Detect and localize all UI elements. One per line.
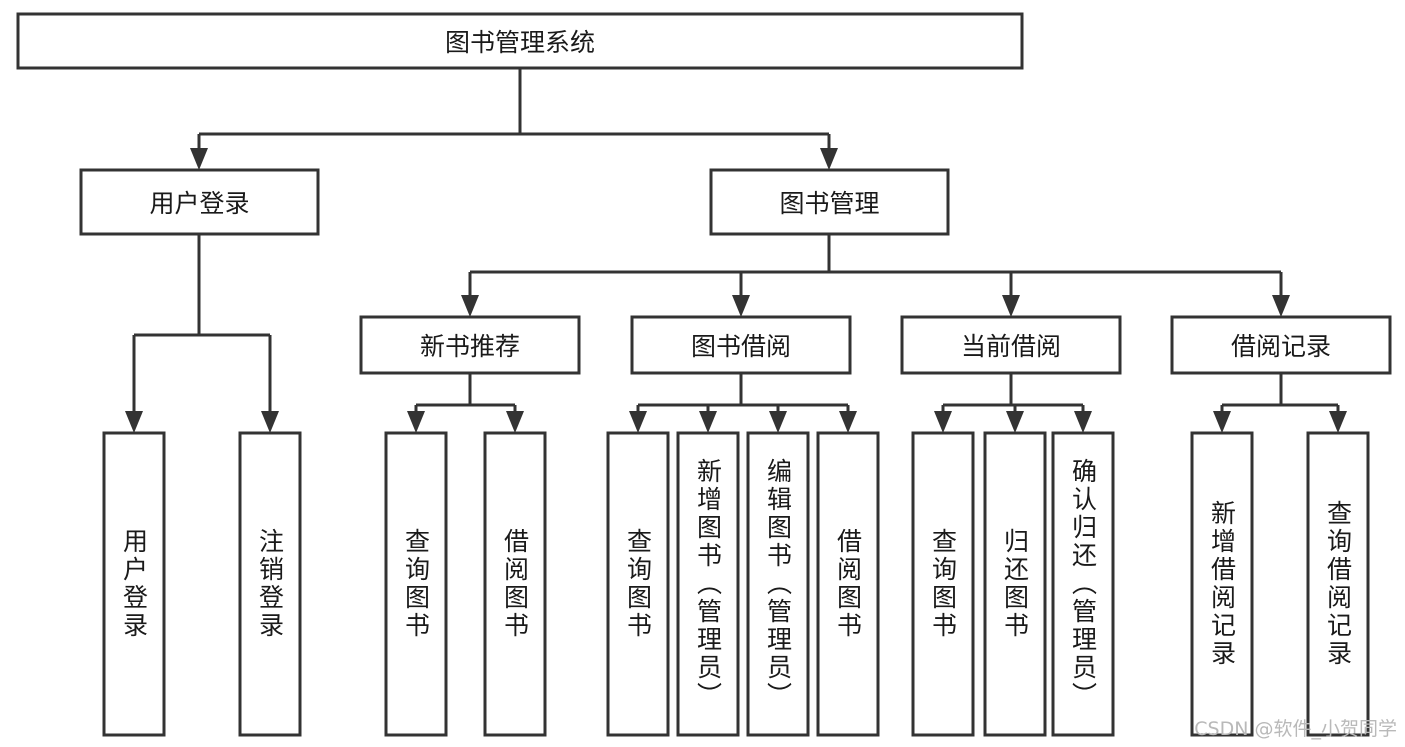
arrow-head-icon: [820, 148, 838, 170]
arrow-head-icon: [461, 295, 479, 317]
arrow-head-icon: [769, 411, 787, 433]
connectors-layer: [125, 68, 1347, 433]
arrow-head-icon: [629, 411, 647, 433]
arrow-head-icon: [1006, 411, 1024, 433]
node-box-leaf-borrow-book[interactable]: [816, 431, 880, 737]
node-box-leaf-query-borrow-record[interactable]: [1306, 431, 1370, 737]
node-box-new-book-recommend[interactable]: [359, 315, 581, 375]
node-box-leaf-user-login[interactable]: [102, 431, 166, 737]
arrow-head-icon: [506, 411, 524, 433]
node-box-leaf-query-book-borrow[interactable]: [606, 431, 670, 737]
node-box-user-login[interactable]: [79, 168, 320, 236]
node-box-leaf-query-book-recommend[interactable]: [384, 431, 448, 737]
arrow-head-icon: [934, 411, 952, 433]
arrow-head-icon: [1213, 411, 1231, 433]
arrow-head-icon: [1329, 411, 1347, 433]
arrow-head-icon: [190, 148, 208, 170]
node-box-leaf-add-book-admin[interactable]: [676, 431, 740, 737]
arrow-head-icon: [732, 295, 750, 317]
arrow-head-icon: [261, 411, 279, 433]
arrow-head-icon: [407, 411, 425, 433]
arrow-head-icon: [1002, 295, 1020, 317]
node-box-current-borrow[interactable]: [900, 315, 1122, 375]
node-box-book-borrow[interactable]: [630, 315, 852, 375]
node-box-book-management[interactable]: [709, 168, 950, 236]
node-box-leaf-borrow-book-recommend[interactable]: [483, 431, 547, 737]
arrow-head-icon: [699, 411, 717, 433]
node-box-leaf-return-book[interactable]: [983, 431, 1047, 737]
node-box-root[interactable]: [16, 12, 1024, 70]
node-box-leaf-edit-book-admin[interactable]: [746, 431, 810, 737]
arrow-head-icon: [1074, 411, 1092, 433]
node-box-leaf-confirm-return-admin[interactable]: [1051, 431, 1115, 737]
node-boxes-layer: [16, 12, 1392, 737]
node-box-leaf-query-book-current[interactable]: [911, 431, 975, 737]
node-box-leaf-add-borrow-record[interactable]: [1190, 431, 1254, 737]
arrow-head-icon: [1272, 295, 1290, 317]
node-box-borrow-records[interactable]: [1170, 315, 1392, 375]
arrow-head-icon: [125, 411, 143, 433]
node-box-leaf-logout[interactable]: [238, 431, 302, 737]
arrow-head-icon: [839, 411, 857, 433]
